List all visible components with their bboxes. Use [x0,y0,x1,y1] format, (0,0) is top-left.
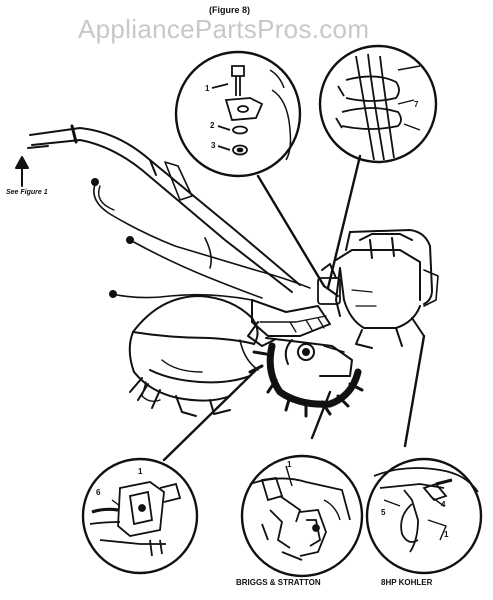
callout-number: 2 [210,121,215,130]
callout-number: 4 [441,500,446,509]
callout-number: 1 [444,530,449,539]
figure-label: (Figure 8) [209,5,251,15]
engine [317,229,439,349]
caption-briggs-stratton: BRIGGS & STRATTON [236,578,321,587]
handlebar-assembly [27,124,311,301]
callout-leaders [162,154,426,462]
detail-circle-bottom-right [365,457,483,575]
tine-shield [128,295,259,417]
watermark: AppliancePartsPros.com [78,14,370,44]
detail-circle-bottom-middle [240,454,364,578]
callout-number: 5 [381,508,386,517]
caption-kohler: 8HP KOHLER [381,578,433,587]
see-figure-arrow [15,156,29,187]
see-figure-note: See Figure 1 [6,189,48,196]
callout-number: 6 [96,488,101,497]
detail-circle-top-right [318,44,438,164]
callout-number: 7 [414,100,419,109]
detail-circle-top-left [174,50,302,178]
detail-circle-bottom-left [81,457,199,575]
callout-number: 1 [205,84,210,93]
callout-number: 1 [287,460,292,469]
tines [248,342,364,418]
callout-number: 1 [138,467,143,476]
callout-number: 3 [211,141,216,150]
